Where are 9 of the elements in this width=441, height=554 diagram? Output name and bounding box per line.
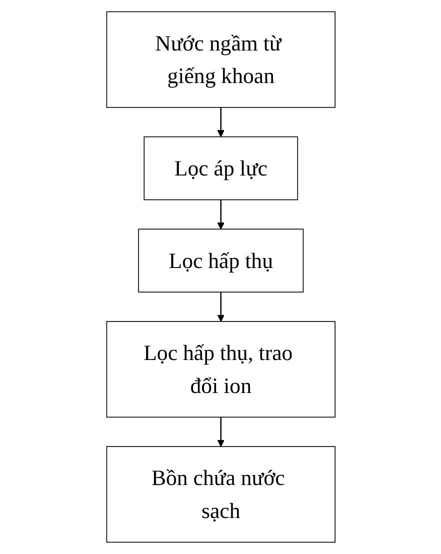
arrow [216, 417, 224, 447]
arrow [216, 292, 224, 322]
node-box: Lọc áp lực [143, 136, 298, 200]
node-box: Bồn chứa nước sạch [106, 446, 336, 543]
arrow [216, 200, 224, 230]
node-box: Lọc hấp thụ [138, 228, 304, 293]
node-box: Nước ngầm từ giếng khoan [106, 11, 336, 108]
node-box: Lọc hấp thụ, trao đổi ion [106, 321, 336, 418]
arrow [216, 107, 224, 138]
